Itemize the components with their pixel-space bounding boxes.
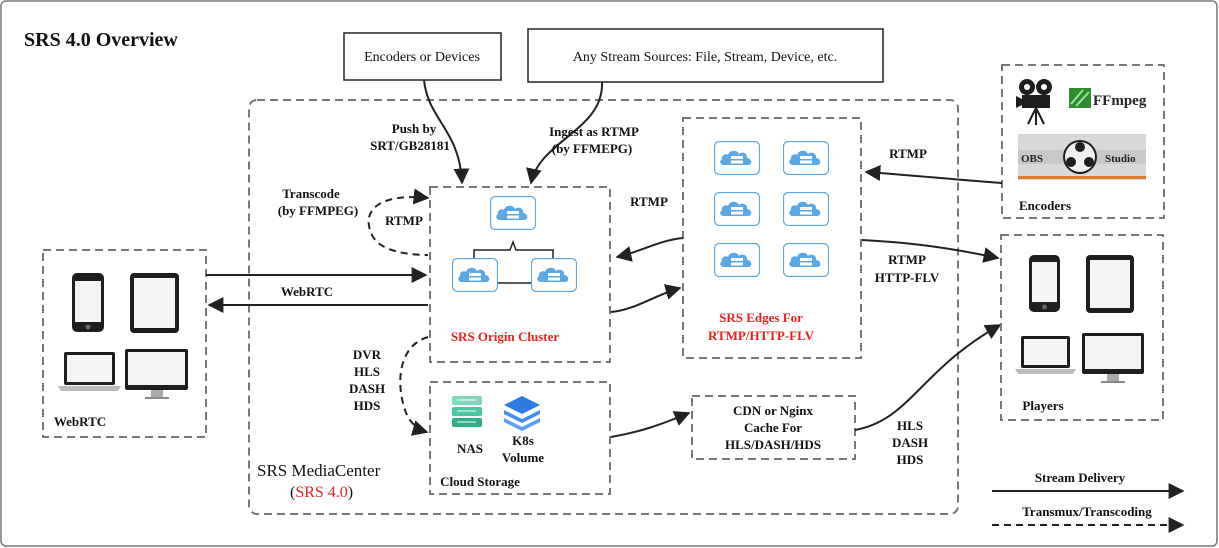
encoders-or-devices-label: Encoders or Devices (364, 50, 480, 65)
webrtc-arrow-label: WebRTC (281, 284, 333, 299)
phone-icon (72, 273, 104, 332)
rtmp-players-label-1: RTMP (888, 252, 926, 267)
push-label-1: Push by (392, 121, 437, 136)
k8s-label-1: K8s (512, 433, 534, 448)
origin-to-edge-arrow (610, 284, 682, 313)
nas-label: NAS (457, 441, 483, 456)
dvr-hds-label: HDS (354, 398, 381, 413)
ingest-arrow (526, 81, 604, 185)
origin-cluster-label: SRS Origin Cluster (451, 329, 560, 344)
tablet-icon (1086, 255, 1134, 313)
tablet-icon (130, 273, 179, 333)
edges-box[interactable] (682, 117, 862, 359)
transcode-loop-arrow (367, 188, 430, 256)
transcode-label-1: Transcode (282, 186, 340, 201)
edge-server-icon (714, 243, 760, 277)
origin-server-icon (452, 258, 498, 292)
any-stream-sources-box[interactable] (527, 28, 884, 83)
cdn-label-3: HLS/DASH/HDS (725, 437, 821, 452)
edges-label-1: SRS Edges For (719, 310, 803, 325)
edge-server-icon (783, 243, 829, 277)
obs-logo-text: OBS (1021, 153, 1043, 165)
cloud-storage-label: Cloud Storage (440, 474, 520, 489)
hds-label: HDS (897, 452, 924, 467)
mediacenter-container (248, 99, 959, 515)
legend-stream-delivery-label: Stream Delivery (1035, 470, 1126, 485)
ingest-label-1: Ingest as RTMP (549, 124, 639, 139)
storage-to-cdn-arrow (610, 411, 691, 438)
cdn-box[interactable] (691, 395, 856, 460)
camera-icon (1016, 79, 1052, 125)
players-group-box[interactable] (1000, 234, 1164, 421)
laptop-icon (58, 352, 121, 391)
rtmp-players-label-2: HTTP-FLV (875, 270, 940, 285)
mediacenter-version: (SRS 4.0) (290, 484, 353, 501)
hls-label: HLS (897, 418, 923, 433)
edges-label-2: RTMP/HTTP-FLV (708, 328, 815, 343)
diagram-title: SRS 4.0 Overview (24, 29, 178, 51)
encoders-or-devices-box[interactable] (343, 32, 502, 81)
legend-transmux-label: Transmux/Transcoding (1022, 504, 1152, 519)
rtmp-edge-origin-label: RTMP (630, 194, 668, 209)
edge-server-icon (714, 192, 760, 226)
edge-to-players-arrow (861, 239, 1000, 263)
ffmpeg-logo-text: FFmpeg (1093, 93, 1147, 109)
players-group-label: Players (1022, 398, 1063, 413)
webrtc-group-label: WebRTC (54, 414, 106, 429)
origin-link (473, 239, 554, 258)
edge-server-icon (714, 141, 760, 175)
desktop-icon (125, 349, 188, 399)
ffmpeg-logo-icon: FFmpeg (1069, 88, 1147, 109)
dash-label: DASH (892, 435, 928, 450)
encoders-to-edge-arrow (864, 164, 1003, 184)
origin-server-icon (490, 196, 536, 230)
dvr-hls-label: HLS (354, 364, 380, 379)
edge-server-icon (783, 192, 829, 226)
edge-server-icon (783, 141, 829, 175)
transcode-label-2: (by FFMPEG) (278, 203, 359, 218)
origin-server-icon (531, 258, 577, 292)
nas-icon (452, 396, 482, 427)
ingest-label-2: (by FFMEPG) (552, 141, 633, 156)
edge-to-origin-arrow (615, 237, 684, 262)
rtmp-encoders-label: RTMP (889, 146, 927, 161)
push-label-2: SRT/GB28181 (370, 138, 450, 153)
push-arrow (423, 79, 470, 185)
dvr-dash-label: DASH (349, 381, 385, 396)
rtmp-loop-label: RTMP (385, 213, 423, 228)
obs-studio-logo-icon: OBS Studio (1018, 134, 1146, 180)
k8s-label-2: Volume (502, 450, 544, 465)
desktop-icon (1082, 333, 1144, 383)
dvr-label: DVR (353, 347, 382, 362)
cdn-label-1: CDN or Nginx (733, 403, 813, 418)
dvr-arrow (399, 336, 429, 436)
phone-icon (1029, 255, 1060, 312)
laptop-icon (1015, 336, 1076, 374)
mediacenter-title: SRS MediaCenter (257, 461, 381, 480)
cdn-to-players-arrow (854, 324, 1002, 431)
studio-logo-text: Studio (1105, 153, 1136, 165)
cdn-label-2: Cache For (744, 420, 802, 435)
any-stream-sources-label: Any Stream Sources: File, Stream, Device… (573, 50, 837, 65)
encoders-group-label: Encoders (1019, 198, 1071, 213)
k8s-volume-icon (504, 396, 540, 431)
webrtc-group-box[interactable] (42, 249, 207, 438)
